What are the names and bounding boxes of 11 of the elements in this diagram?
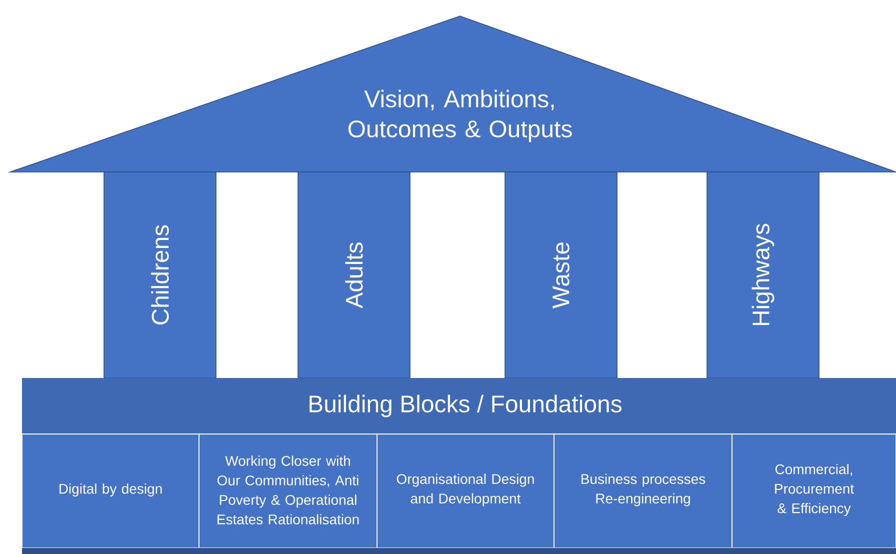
pillar-column: Highways [706,172,820,378]
foundation-block: Business processes Re-engineering [554,434,732,548]
foundation-block: Working Closer with Our Communities, Anti Poverty & Operational Estates Rationalisation [198,434,378,548]
pillar-column: Adults [298,172,410,378]
node-label: Commercial, Procurement & Efficiency [775,464,854,516]
foundation-band: Building Blocks / Foundations [22,378,896,434]
pillar-column: Childrens [104,172,216,378]
foundation-block: Digital by design [22,434,200,548]
pillar-column: Waste [504,172,618,378]
foundation-block: Commercial, Procurement & Efficiency [732,434,896,548]
foundation-block: Organisational Design and Development [376,434,554,548]
